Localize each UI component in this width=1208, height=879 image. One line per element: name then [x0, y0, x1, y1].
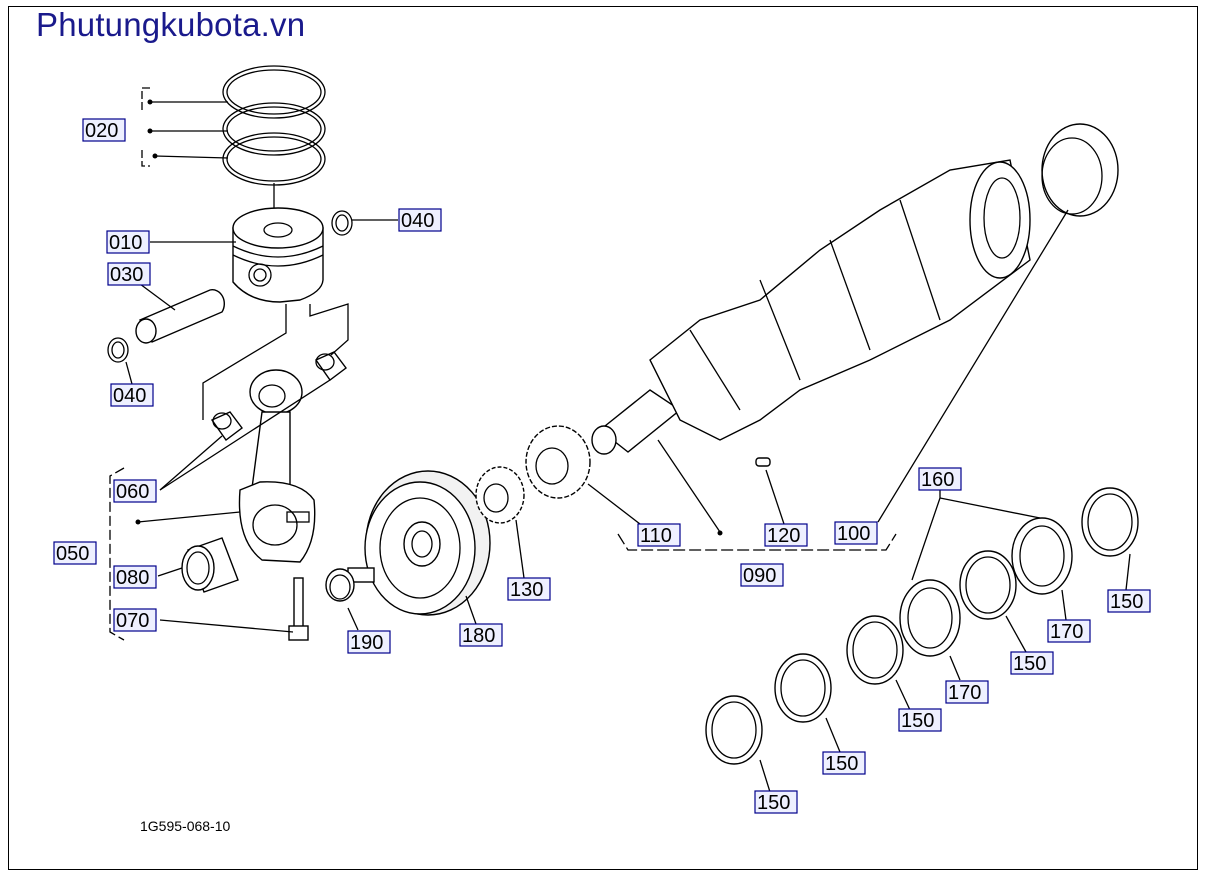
svg-text:080: 080 [116, 567, 149, 589]
svg-text:150: 150 [1013, 653, 1046, 675]
svg-text:170: 170 [1050, 621, 1083, 643]
svg-text:090: 090 [743, 565, 776, 587]
crank-pulley [364, 470, 491, 616]
part-labels: 020 010 040 030 040 060 050 080 070 190 … [53, 118, 1151, 814]
svg-text:040: 040 [113, 385, 146, 407]
svg-text:190: 190 [350, 632, 383, 654]
piston-rings [222, 65, 326, 222]
part-label-080[interactable]: 080 [113, 565, 157, 589]
crankshaft-seal-ring [1041, 123, 1119, 217]
svg-text:020: 020 [85, 120, 118, 142]
part-label-150[interactable]: 150 [1010, 651, 1054, 675]
svg-text:040: 040 [401, 210, 434, 232]
crank-gear-large [525, 425, 591, 499]
part-label-110[interactable]: 110 [637, 523, 681, 547]
svg-text:150: 150 [825, 753, 858, 775]
svg-text:170: 170 [948, 682, 981, 704]
big-end-bearing [181, 537, 239, 593]
svg-text:050: 050 [56, 543, 89, 565]
part-label-070[interactable]: 070 [113, 608, 157, 632]
connecting-rod [238, 369, 316, 563]
part-label-020[interactable]: 020 [82, 118, 126, 142]
svg-text:060: 060 [116, 481, 149, 503]
svg-text:160: 160 [921, 469, 954, 491]
part-label-100[interactable]: 100 [834, 521, 878, 545]
svg-text:070: 070 [116, 610, 149, 632]
leader-lines [109, 87, 1131, 793]
part-label-170[interactable]: 170 [1047, 619, 1091, 643]
svg-text:130: 130 [510, 579, 543, 601]
part-label-180[interactable]: 180 [459, 623, 503, 647]
svg-text:150: 150 [1110, 591, 1143, 613]
part-label-120[interactable]: 120 [764, 523, 808, 547]
part-label-040[interactable]: 040 [398, 208, 442, 232]
part-label-150[interactable]: 150 [1107, 589, 1151, 613]
thrust-washers [899, 517, 1073, 657]
part-label-150[interactable]: 150 [754, 790, 798, 814]
part-label-130[interactable]: 130 [507, 577, 551, 601]
part-label-190[interactable]: 190 [347, 630, 391, 654]
svg-text:110: 110 [640, 525, 672, 547]
svg-text:150: 150 [901, 710, 934, 732]
svg-text:150: 150 [757, 792, 790, 814]
drawing-code: 1G595-068-10 [140, 818, 231, 834]
pulley-bolt [325, 567, 375, 602]
diagram-frame [8, 6, 1198, 870]
svg-text:100: 100 [837, 523, 870, 545]
piston [232, 207, 324, 303]
part-label-040[interactable]: 040 [110, 383, 154, 407]
rod-bolt [288, 577, 309, 641]
part-label-150[interactable]: 150 [822, 751, 866, 775]
part-label-160[interactable]: 160 [918, 467, 962, 491]
crank-gear-small [475, 466, 525, 524]
part-label-090[interactable]: 090 [740, 563, 784, 587]
snap-ring-left [107, 337, 129, 363]
snap-ring-right [331, 210, 353, 236]
small-end-bushes [210, 351, 347, 441]
part-label-010[interactable]: 010 [106, 230, 150, 254]
main-bearings [705, 487, 1139, 765]
part-label-030[interactable]: 030 [107, 262, 151, 286]
svg-text:120: 120 [767, 525, 800, 547]
part-label-050[interactable]: 050 [53, 541, 97, 565]
crankshaft [591, 159, 1031, 467]
svg-text:010: 010 [109, 232, 142, 254]
part-label-150[interactable]: 150 [898, 708, 942, 732]
piston-pin [135, 289, 226, 344]
site-watermark: Phutungkubota.vn [36, 6, 306, 43]
svg-text:180: 180 [462, 625, 495, 647]
part-label-060[interactable]: 060 [113, 479, 157, 503]
svg-text:030: 030 [110, 264, 143, 286]
part-label-170[interactable]: 170 [945, 680, 989, 704]
